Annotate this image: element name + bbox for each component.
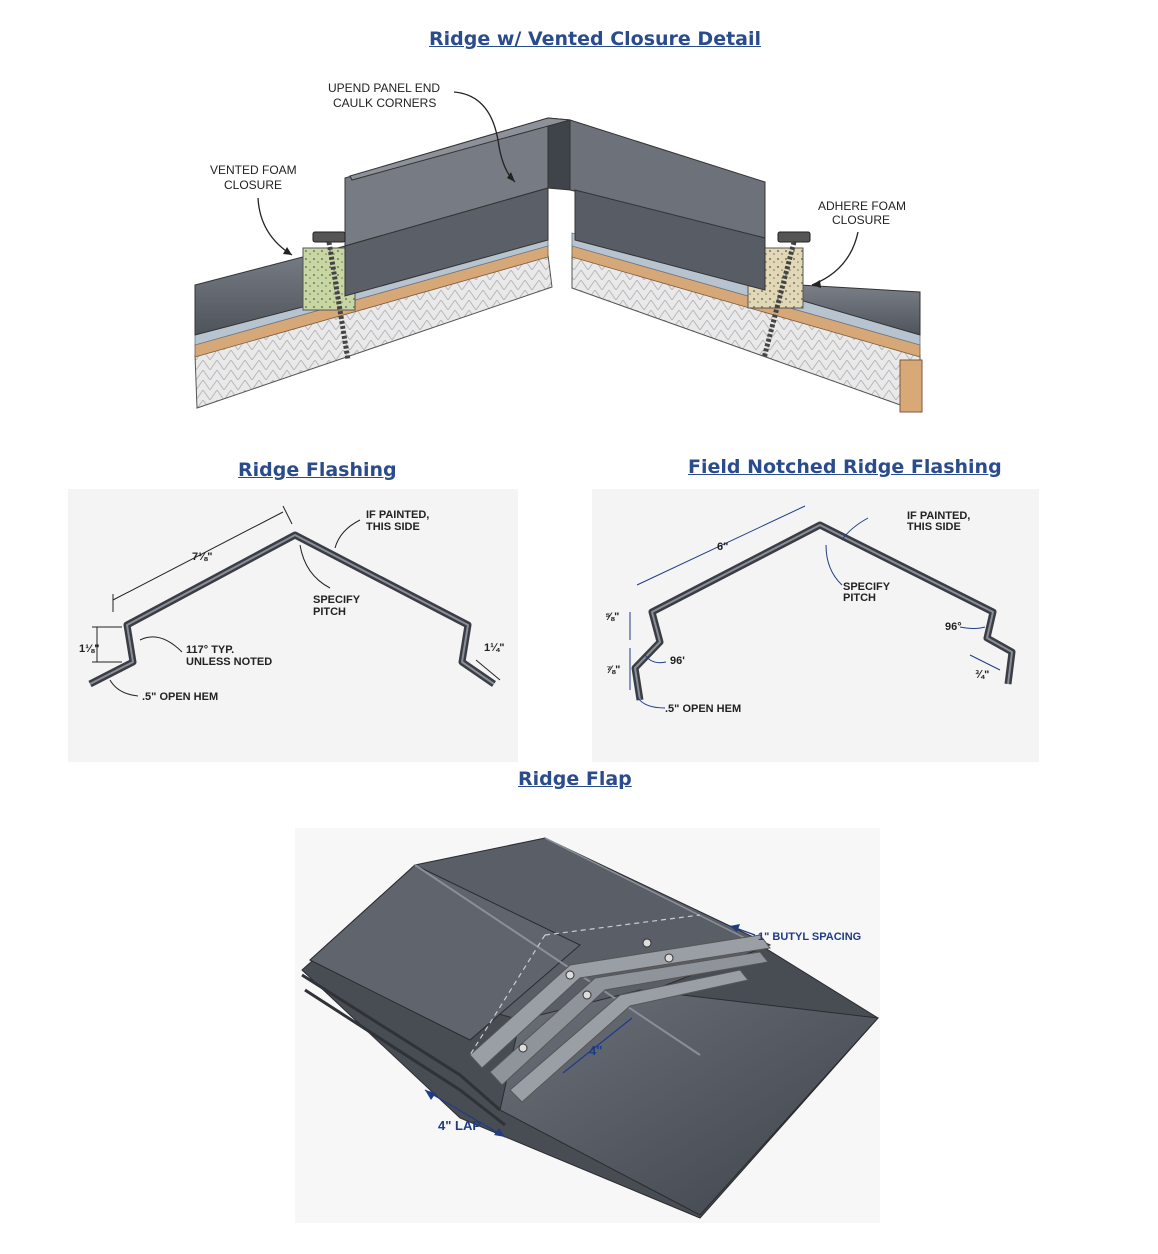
flap-width-label: 4" (589, 1043, 602, 1058)
vented-foam-label-line2: CLOSURE (224, 178, 282, 192)
right-roof-slope (571, 232, 923, 413)
notched-painted-line2: THIS SIDE (907, 521, 961, 533)
notched-upper-leg-label: ⅝" (605, 611, 619, 623)
fastener (642, 938, 652, 948)
ridge-flap-title: Ridge Flap (518, 768, 632, 790)
adhere-foam-label-line2: CLOSURE (832, 213, 890, 227)
flashing-painted-line2: THIS SIDE (366, 521, 420, 533)
notched-flashing-profile (631, 521, 1016, 701)
flashing-left-leg-label: 1⅛" (79, 643, 100, 655)
left-roof-slope (194, 233, 553, 409)
flashing-right-leg-label: 1¼" (484, 642, 505, 654)
notched-flashing-title: Field Notched Ridge Flashing (688, 456, 1002, 478)
ridge-flashing-profile (88, 531, 496, 688)
fastener (582, 990, 592, 1000)
flap-lap-label: 4" LAP (438, 1118, 481, 1133)
notched-lower-leg-label: ⅞" (606, 664, 620, 676)
flashing-pitch-line2: PITCH (313, 606, 346, 618)
butyl-spacing-label: 1" BUTYL SPACING (758, 931, 861, 943)
right-screw (761, 231, 811, 359)
notched-right-leg-label: ¾" (975, 669, 989, 681)
adhere-foam-closure (747, 247, 804, 309)
flashing-length-label: 7⅛" (192, 551, 213, 563)
flashing-angle-line2: UNLESS NOTED (186, 656, 272, 668)
flashing-hem-label: .5" OPEN HEM (142, 691, 218, 703)
wood-blocking (899, 359, 923, 413)
vented-closure-title: Ridge w/ Vented Closure Detail (429, 28, 762, 50)
ridge-flap-panel (301, 837, 880, 1219)
butyl-tape-strips (469, 914, 771, 1103)
flashing-painted-line1: IF PAINTED, (366, 509, 429, 521)
notched-length-label: 6" (717, 541, 728, 553)
notched-pitch-line2: PITCH (843, 592, 876, 604)
flashing-pitch-line1: SPECIFY (313, 594, 361, 606)
notched-angle-left-label: 96' (670, 655, 685, 667)
upend-label-line2: CAULK CORNERS (333, 96, 436, 110)
vented-foam-closure (302, 247, 356, 311)
fastener (664, 953, 674, 963)
left-screw (312, 231, 351, 361)
ridge-flashing-title: Ridge Flashing (238, 459, 397, 481)
upend-label-line1: UPEND PANEL END (328, 81, 440, 95)
vented-foam-label-line1: VENTED FOAM (210, 163, 297, 177)
fastener (518, 1043, 528, 1053)
notched-hem-label: .5" OPEN HEM (665, 703, 741, 715)
adhere-foam-label-line1: ADHERE FOAM (818, 199, 906, 213)
ridge-cap (344, 117, 766, 297)
notched-pitch-line1: SPECIFY (843, 581, 891, 593)
notched-angle-right-label: 96° (945, 621, 962, 633)
notched-painted-line1: IF PAINTED, (907, 510, 970, 522)
fastener (565, 970, 575, 980)
flashing-angle-line1: 117° TYP. (186, 644, 234, 656)
